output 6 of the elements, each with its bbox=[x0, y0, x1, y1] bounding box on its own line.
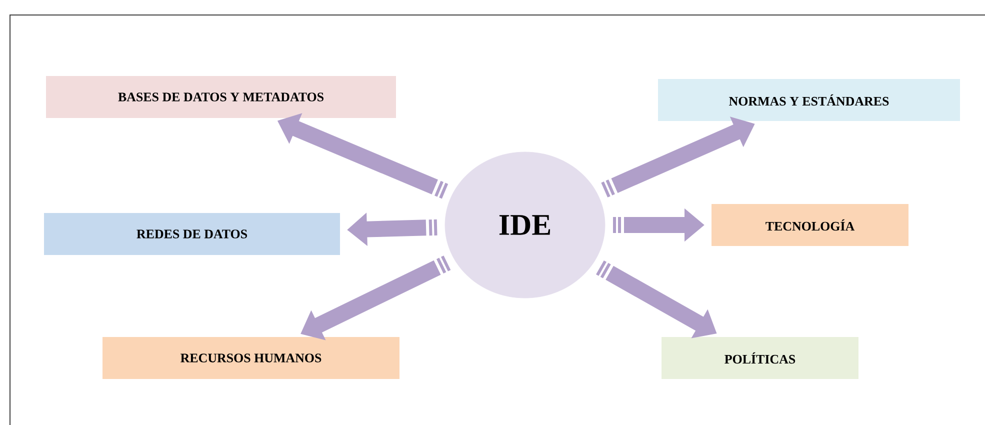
label-box: REDES DE DATOS bbox=[44, 213, 340, 255]
label-box: RECURSOS HUMANOS bbox=[102, 337, 400, 379]
label-box: POLÍTICAS bbox=[662, 337, 858, 379]
label-box: BASES DE DATOS Y METADATOS bbox=[46, 76, 396, 118]
label-box: NORMAS Y ESTÁNDARES bbox=[658, 79, 960, 121]
label-box: TECNOLOGÍA bbox=[712, 204, 908, 246]
